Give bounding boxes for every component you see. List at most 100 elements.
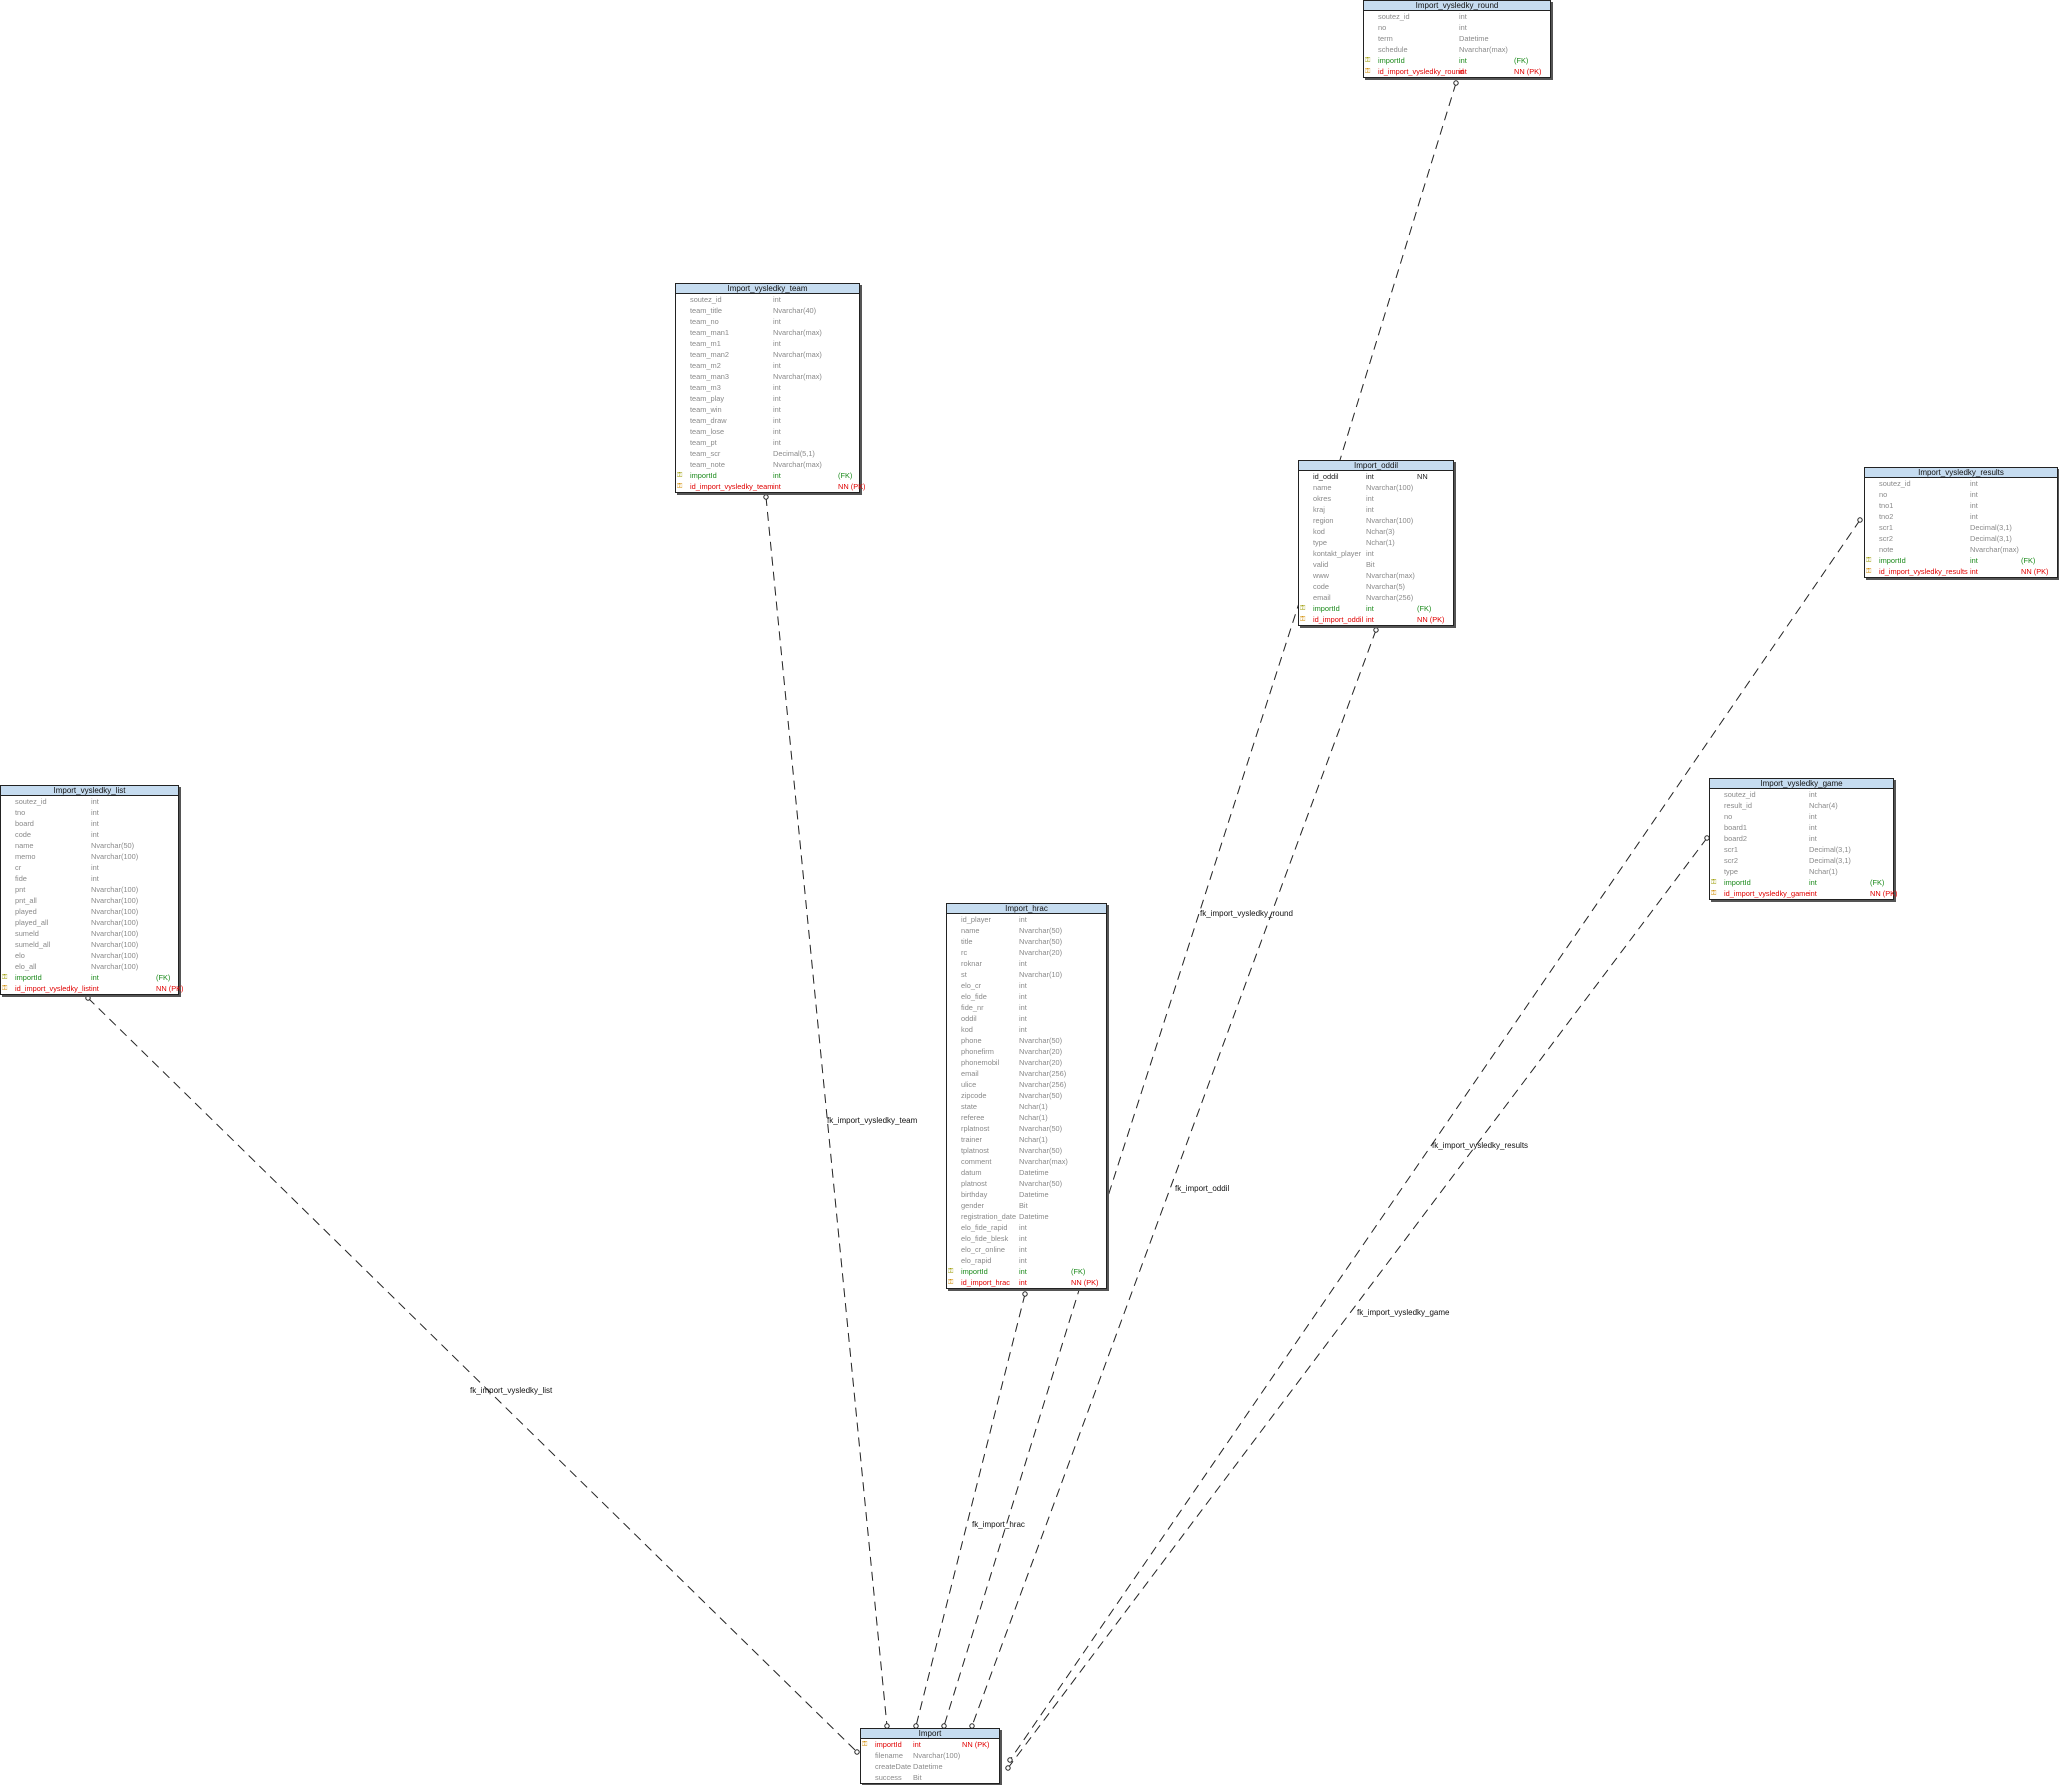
relationship-line-results[interactable]: [1009, 519, 1861, 1761]
relationship-line-list[interactable]: [87, 997, 858, 1753]
relationship-line-team[interactable]: [765, 496, 888, 1727]
relationship-line-game[interactable]: [1007, 837, 1708, 1769]
